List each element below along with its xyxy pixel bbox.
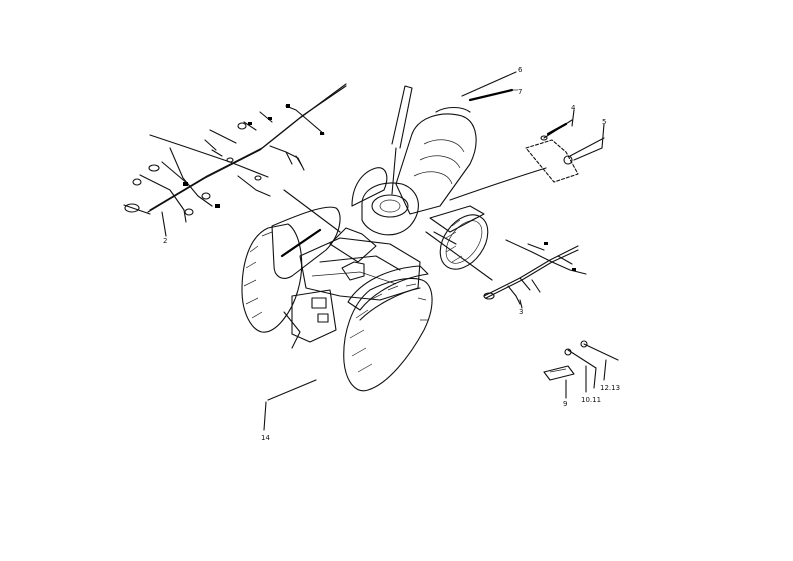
main-wiring-harness [123,83,347,237]
callout-3: 3 [519,308,523,316]
callout-6: 6 [518,66,523,74]
callout-4: 4 [571,104,576,112]
loose-parts-9-13 [543,340,619,399]
clip-and-bolt-parts [525,109,605,183]
hood-trim-parts [461,71,518,102]
callout-2: 2 [163,237,167,245]
callout-14: 14 [261,434,270,442]
cable-part-14 [263,379,317,431]
callout-7: 7 [518,88,522,96]
callout-12-13: 12.13 [600,384,620,392]
callout-9: 9 [563,400,567,408]
callout-10-11: 10.11 [581,396,601,404]
leader-lines [283,167,547,281]
callout-5: 5 [602,118,606,126]
tractor-body [241,85,489,392]
sub-wiring-harness [483,239,587,309]
